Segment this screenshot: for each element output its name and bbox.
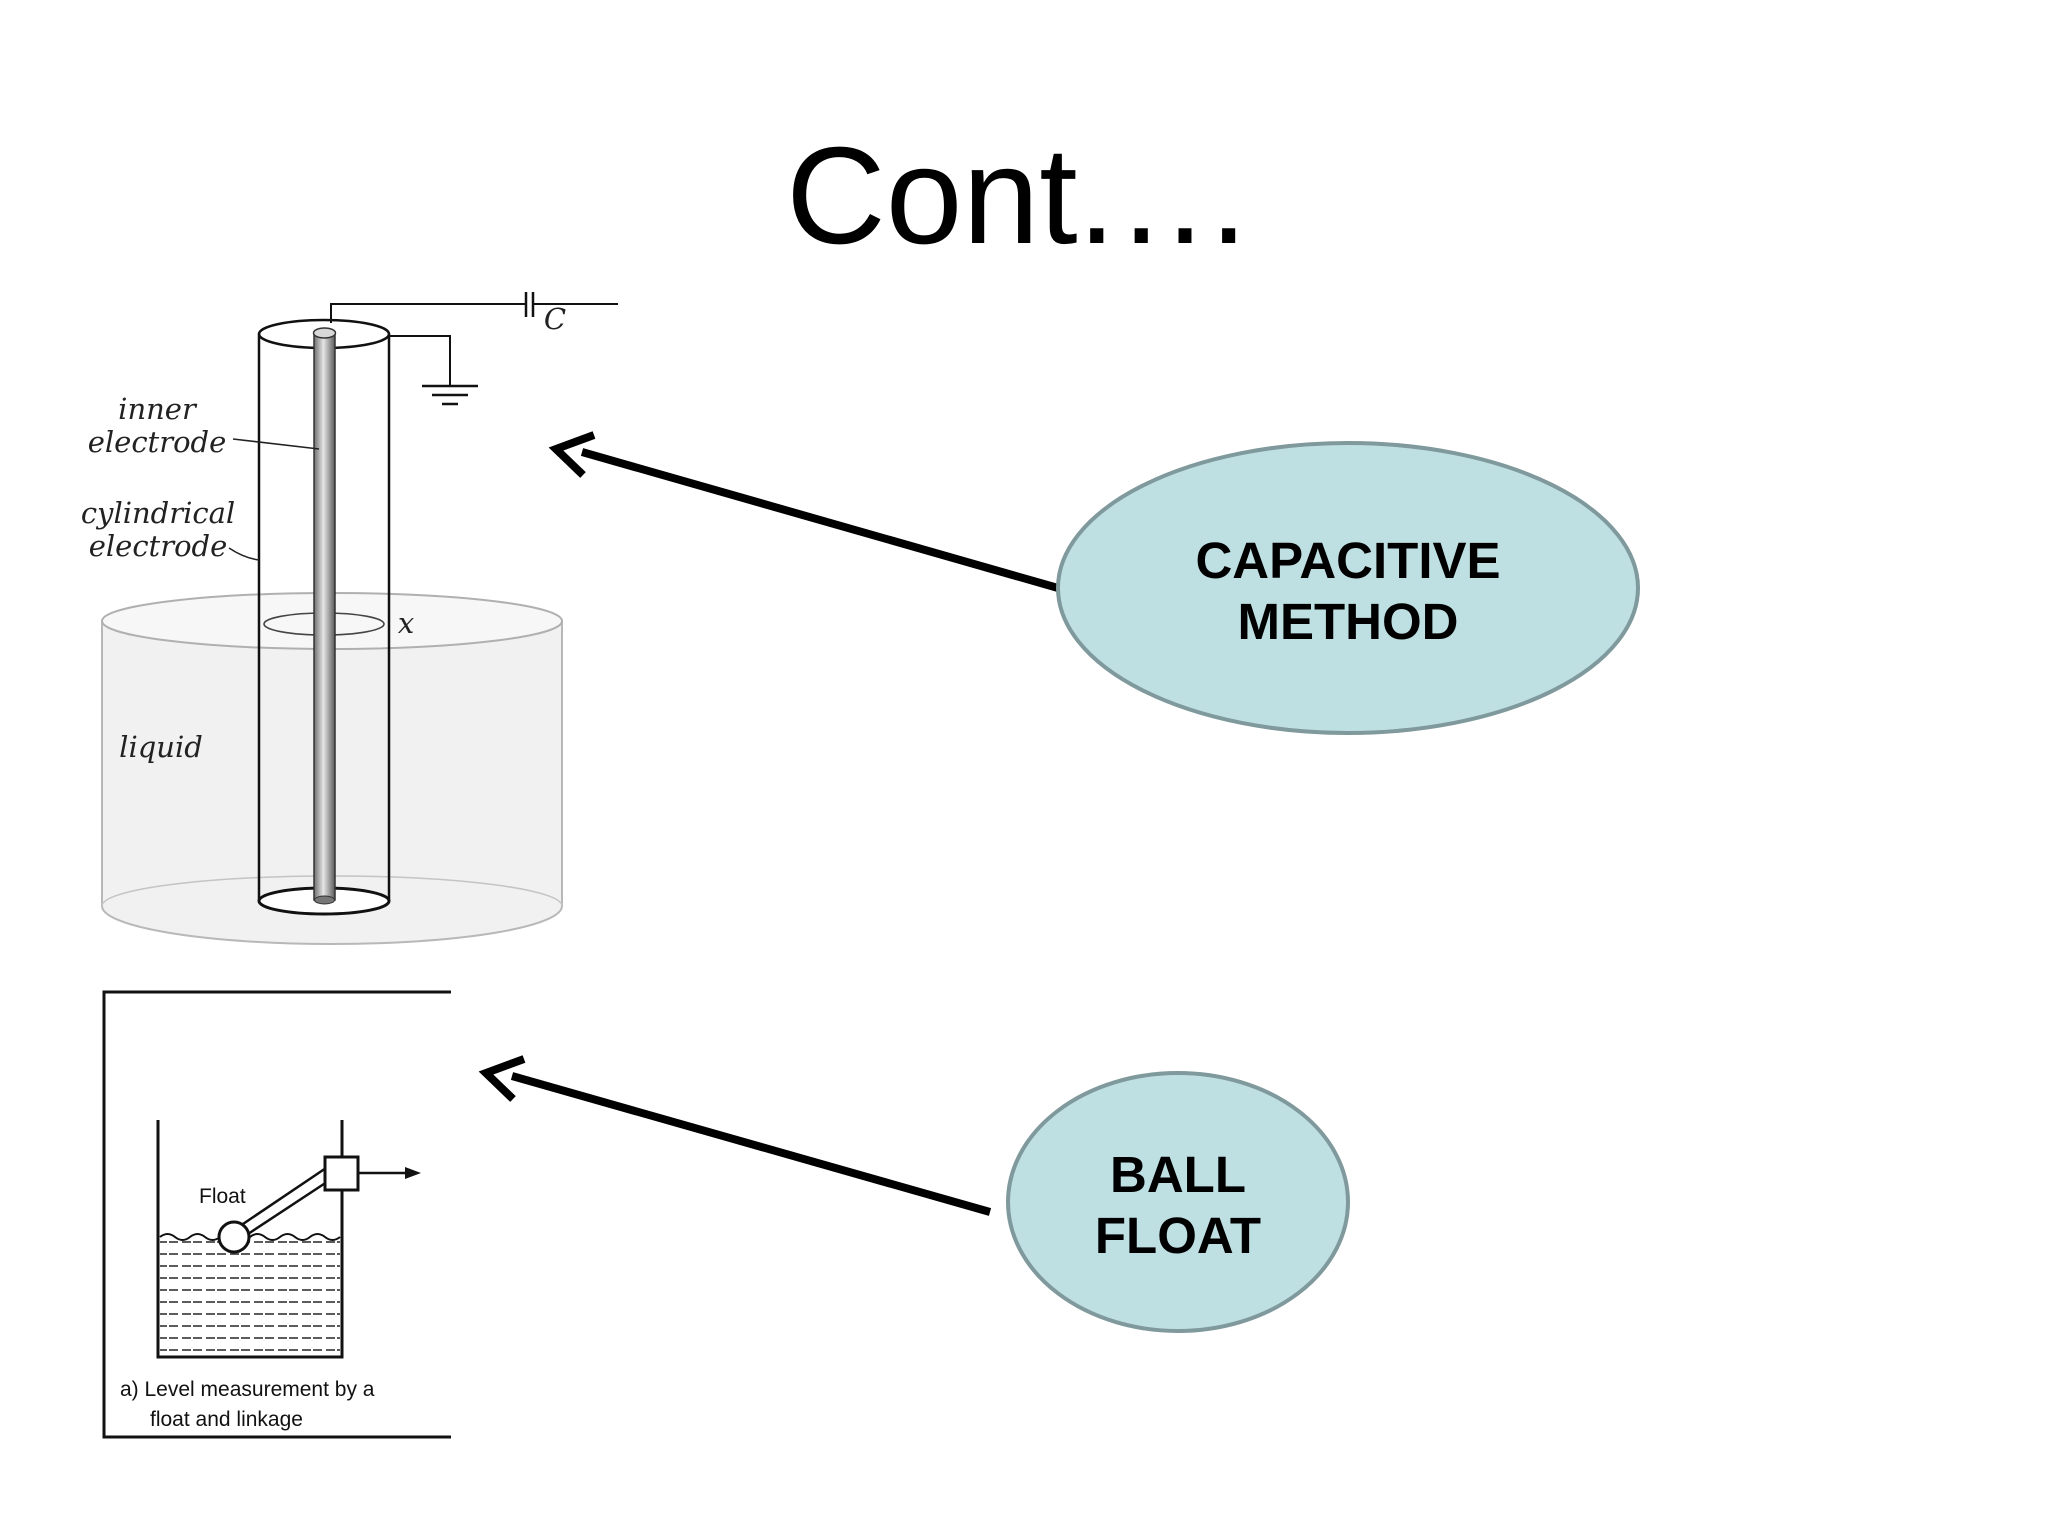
callout-oval bbox=[1006, 1071, 1350, 1333]
float-ball bbox=[217, 1220, 251, 1254]
ground-icon bbox=[422, 384, 478, 406]
float-label: Float bbox=[199, 1185, 246, 1208]
inner-electrode-label-line1: inner bbox=[118, 392, 198, 426]
level-x-label: x bbox=[398, 606, 414, 640]
callout-label-line2: FLOAT bbox=[1095, 1207, 1261, 1264]
cylindrical-electrode-leader bbox=[228, 547, 260, 561]
cylindrical-electrode-label-line2: electrode bbox=[89, 529, 228, 563]
capacitor-label: C bbox=[544, 302, 566, 336]
figure-caption-line1: a) Level measurement by a bbox=[120, 1378, 375, 1401]
callout-label-line1: BALL bbox=[1110, 1146, 1246, 1203]
cylindrical-electrode-label-line1: cylindrical bbox=[81, 496, 235, 530]
inner-electrode-rod bbox=[312, 327, 337, 905]
ball-float-callout: BALL FLOAT bbox=[1006, 1071, 1350, 1333]
figure-frame bbox=[102, 990, 451, 1439]
ball-float-pointer-arrow bbox=[478, 1055, 992, 1216]
capacitive-pointer-arrow bbox=[548, 431, 1060, 592]
output-arrow-icon bbox=[405, 1167, 421, 1179]
callout-label-line1: CAPACITIVE bbox=[1195, 532, 1500, 589]
inner-electrode-leader bbox=[232, 438, 320, 450]
arrowhead-icon bbox=[548, 431, 596, 478]
capacitive-sensor-diagram: inner electrode cylindrical electrode li… bbox=[81, 292, 618, 945]
float-tank bbox=[156, 1120, 344, 1359]
liquid-label: liquid bbox=[119, 730, 203, 764]
callout-oval bbox=[1056, 441, 1640, 735]
slide-title: Cont.… bbox=[786, 119, 1254, 273]
arrowhead-icon bbox=[478, 1055, 526, 1102]
inner-electrode-label-line2: electrode bbox=[88, 425, 227, 459]
capacitive-method-callout: CAPACITIVE METHOD bbox=[1056, 441, 1640, 735]
transducer-box bbox=[323, 1155, 360, 1192]
ball-float-diagram: Float a) Level measurement by a float an… bbox=[102, 990, 451, 1439]
capacitor-circuit bbox=[330, 292, 618, 386]
float-tank-liquid bbox=[160, 1237, 340, 1355]
figure-caption-line2: float and linkage bbox=[150, 1408, 303, 1431]
callout-label-line2: METHOD bbox=[1238, 593, 1459, 650]
